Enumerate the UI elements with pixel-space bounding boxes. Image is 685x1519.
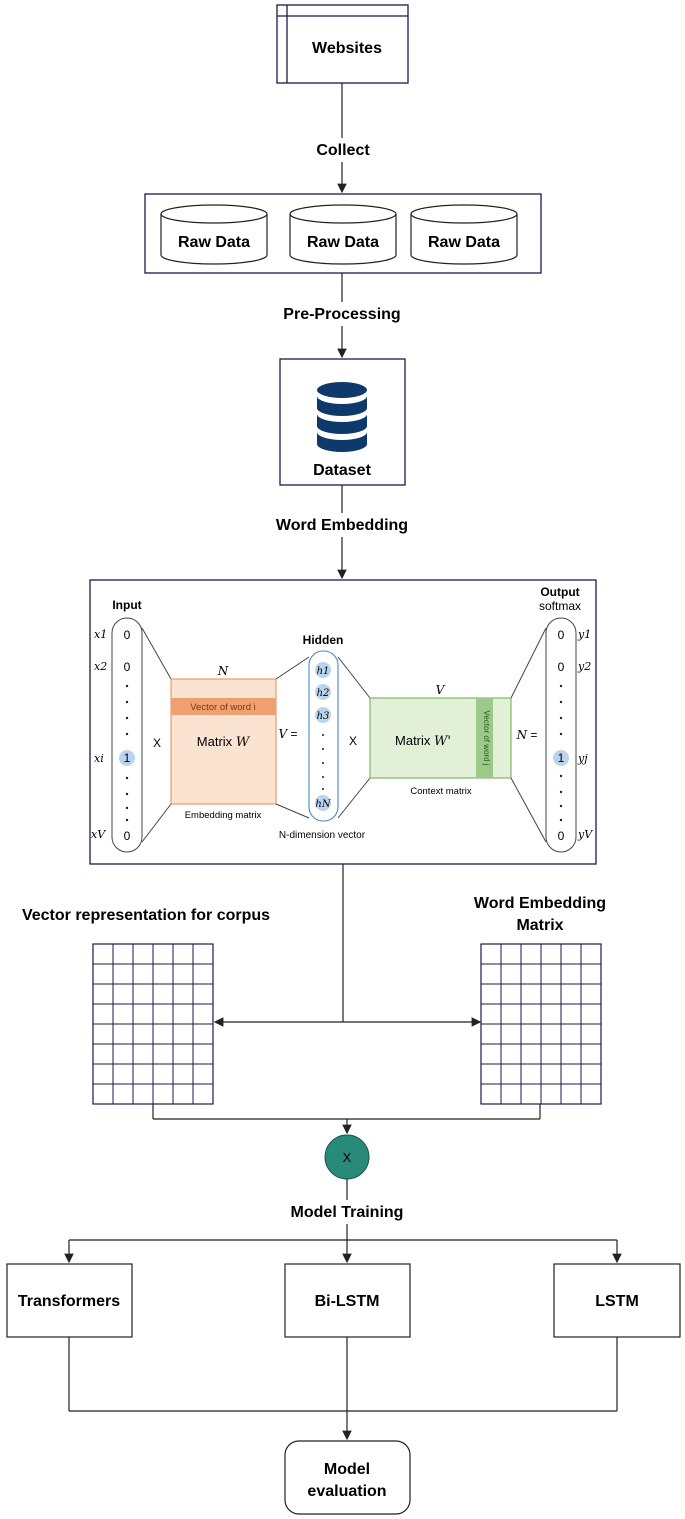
input-ellipsis-dots (125, 684, 129, 822)
raw-data-cylinder: Raw Data (289, 204, 397, 265)
bilstm-node: Bi-LSTM (284, 1263, 411, 1338)
preprocessing-label: Pre-Processing (283, 306, 400, 323)
hidden-symbol: h2 (317, 688, 330, 699)
embedding-panel: Input x1 x2 xi xV 0 0 1 0 X N Vector of … (89, 579, 597, 865)
matrix-wp-caption: Context matrix (410, 786, 471, 797)
right-grid-title: Matrix (516, 917, 563, 934)
input-symbol: xV (91, 828, 106, 841)
dataset-label: Dataset (313, 462, 371, 479)
bilstm-label: Bi-LSTM (315, 1293, 380, 1310)
evaluation-label: Model (324, 1461, 370, 1478)
output-subtitle: softmax (539, 599, 581, 613)
input-value: 1 (124, 751, 131, 765)
corpus-vector-grid (92, 943, 214, 1105)
output-title: Output (540, 585, 579, 599)
lstm-node: LSTM (553, 1263, 681, 1338)
output-symbol: y2 (577, 660, 591, 673)
websites-label: Websites (312, 40, 382, 57)
input-symbol: x1 (94, 628, 107, 641)
output-symbol: yj (577, 752, 588, 765)
matrix-wp-top-dim: V (436, 683, 446, 697)
multiply-node: X (324, 1134, 370, 1180)
matrix-w-row-label: Vector of word i (190, 702, 255, 713)
hidden-ellipsis-dots (322, 734, 324, 790)
input-symbol: xi (94, 752, 104, 765)
input-value: 0 (124, 628, 131, 642)
multiply-symbol: X (343, 1150, 352, 1165)
raw-data-cylinder: Raw Data (410, 204, 518, 265)
raw-data-label: Raw Data (428, 234, 500, 251)
dataset-node: Dataset (279, 358, 406, 486)
matrix-w-top-dim: N (217, 664, 229, 678)
input-title: Input (112, 598, 141, 612)
right-grid-title: Word Embedding (474, 895, 606, 912)
matrix-wp-col-highlight (476, 698, 493, 778)
evaluation-label: evaluation (307, 1483, 386, 1500)
matrix-wp-col-label: Vector of word j (482, 710, 491, 765)
hidden-symbol: hN (315, 799, 331, 810)
input-value: 0 (124, 660, 131, 674)
times-sign: X (153, 736, 161, 750)
hidden-unit-dot (315, 662, 331, 678)
transformers-label: Transformers (18, 1293, 120, 1310)
websites-node: Websites (276, 4, 409, 84)
database-icon (317, 382, 367, 452)
raw-data-cylinder: Raw Data (160, 204, 268, 265)
raw-data-group: Raw Data Raw Data Raw Data (144, 193, 542, 274)
times-sign: X (349, 734, 357, 748)
matrix-wp-side-dim: N = (516, 728, 538, 742)
output-value: 1 (558, 751, 565, 765)
hidden-unit-dot (315, 684, 331, 700)
matrix-w-side-dim: V = (278, 727, 297, 741)
model-evaluation-node: Model evaluation (284, 1440, 411, 1515)
hidden-unit-dot (315, 707, 331, 723)
left-grid-title: Vector representation for corpus (22, 907, 270, 924)
input-symbol: x2 (94, 660, 107, 673)
input-value: 0 (124, 829, 131, 843)
word-embedding-matrix-grid (480, 943, 602, 1105)
matrix-w-caption: Embedding matrix (185, 810, 262, 821)
raw-data-label: Raw Data (178, 234, 250, 251)
word-embedding-label: Word Embedding (276, 517, 408, 534)
model-training-label: Model Training (291, 1204, 404, 1221)
raw-data-label: Raw Data (307, 234, 379, 251)
output-value: 0 (558, 660, 565, 674)
output-symbol: yV (577, 828, 593, 841)
hidden-symbol: h1 (317, 666, 330, 677)
input-active-dot (119, 750, 135, 766)
output-value: 0 (558, 628, 565, 642)
hidden-symbol: h3 (317, 711, 330, 722)
output-value: 0 (558, 829, 565, 843)
hidden-caption: N-dimension vector (279, 830, 366, 841)
transformers-node: Transformers (6, 1263, 133, 1338)
matrix-w-row-highlight (171, 698, 276, 715)
output-symbol: y1 (577, 628, 591, 641)
matrix-w-label: Matrix W (197, 734, 251, 750)
lstm-label: LSTM (595, 1293, 639, 1310)
output-ellipsis-dots (559, 684, 563, 822)
matrix-wp-label: Matrix W' (395, 733, 451, 749)
collect-label: Collect (316, 142, 370, 159)
output-active-dot (553, 750, 569, 766)
hidden-unit-dot (315, 795, 331, 811)
hidden-title: Hidden (303, 633, 344, 647)
